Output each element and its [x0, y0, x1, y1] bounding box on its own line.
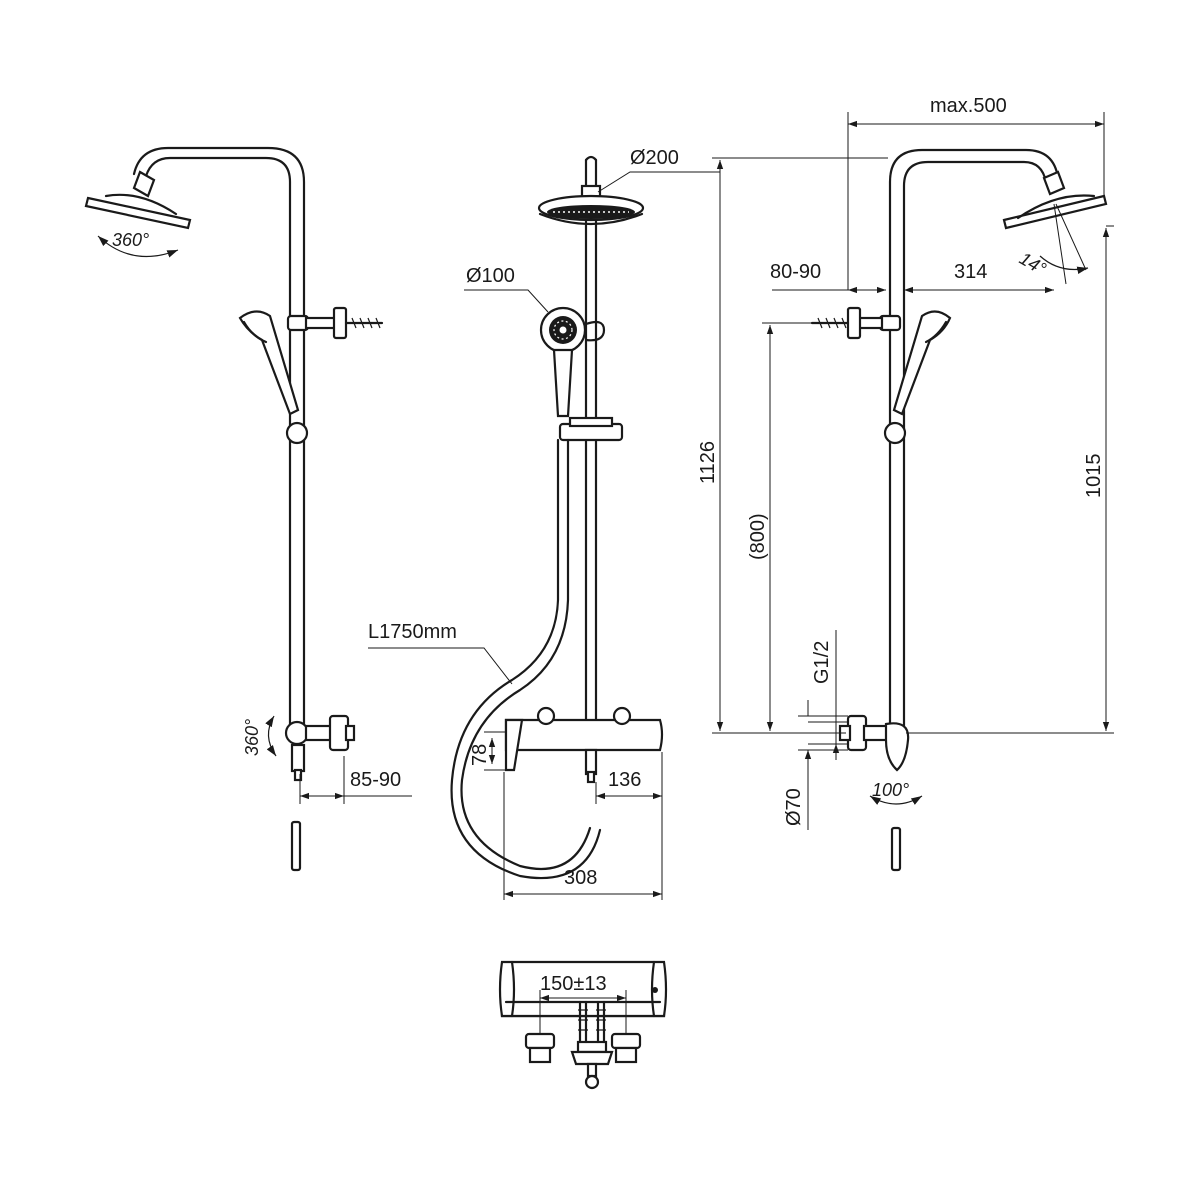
inlet-thread-label: G1/2 — [811, 641, 833, 684]
front-mixer-body — [504, 706, 664, 784]
hose-length-label: L1750mm — [368, 621, 457, 643]
mixer-top-view — [498, 960, 668, 1090]
front-hose — [460, 438, 592, 871]
head-diameter-label: Ø200 — [630, 147, 679, 169]
right-hand-shower — [883, 310, 952, 445]
front-overhead-shower — [537, 184, 645, 226]
handshower-diameter-label: Ø100 — [466, 265, 515, 287]
valve-rotation-label: 100° — [872, 780, 909, 800]
total-height-label: 1126 — [697, 441, 719, 484]
left-riser-pipe — [144, 156, 292, 732]
right-riser-pipe — [888, 148, 1060, 732]
inlet-to-head-label: 1015 — [1083, 454, 1105, 499]
bracket-height-label: (800) — [747, 513, 769, 560]
left-overhead-shower — [84, 193, 192, 230]
head-tilt-label: 14° — [1016, 248, 1050, 279]
left-side-view: 360° 360° — [84, 146, 412, 872]
mixer-height-label: 78 — [469, 744, 491, 766]
max-width-label: max.500 — [930, 95, 1007, 117]
left-valve-body — [284, 714, 356, 782]
left-valve-rotation-arrow — [265, 715, 277, 757]
left-wall-bracket — [286, 306, 384, 340]
right-valve-body — [838, 714, 910, 772]
left-hand-shower — [238, 310, 309, 445]
mixer-outlet-label: 136 — [608, 769, 641, 791]
valve-rotation-arrow — [869, 795, 923, 805]
left-head-rotation-arrow — [97, 235, 179, 258]
right-wall-offset-label: 80-90 — [770, 261, 821, 283]
mixer-width-label: 308 — [564, 867, 597, 889]
right-wall-bracket — [810, 306, 902, 340]
left-wall-offset-label: 85-90 — [350, 769, 401, 791]
front-view: Ø200 Ø100 L1750mm — [368, 147, 720, 900]
front-hand-shower — [539, 306, 606, 418]
head-reach-label: 314 — [954, 261, 987, 283]
right-side-view: 14° max.500 80-90 314 — [697, 95, 1114, 872]
left-valve-swivel-label: 360° — [242, 719, 262, 756]
front-slider — [558, 416, 624, 442]
left-head-swivel-label: 360° — [112, 230, 149, 250]
escutcheon-diameter-label: Ø70 — [783, 788, 805, 826]
